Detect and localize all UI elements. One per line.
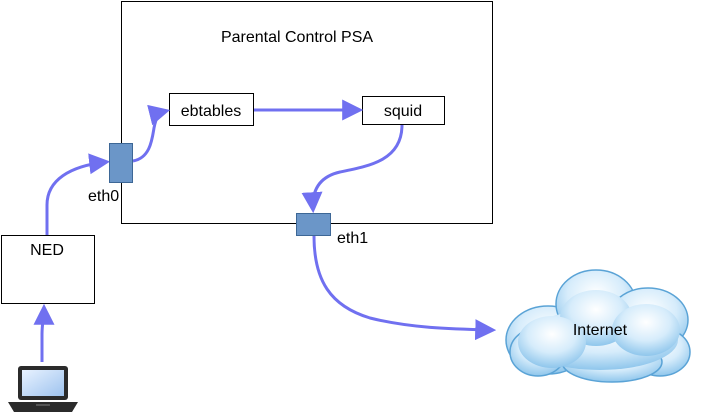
- internet-cloud-icon: [505, 269, 691, 383]
- arrow-eth0-to-ebtables: [132, 104, 171, 163]
- eth1-interface: [296, 213, 331, 236]
- arrow-ned-to-eth0: [45, 153, 111, 235]
- eth0-label: eth0: [88, 188, 119, 205]
- arrow-eth1-to-internet: [312, 235, 497, 341]
- ebtables-box: [169, 93, 254, 126]
- eth1-label: eth1: [337, 230, 368, 247]
- internet-label: Internet: [573, 322, 628, 339]
- eth0-interface: [109, 143, 133, 183]
- squid-box: [362, 96, 445, 125]
- ned-label: NED: [30, 242, 64, 259]
- ebtables-label: ebtables: [181, 103, 242, 120]
- arrow-squid-to-eth1: [301, 124, 404, 214]
- psa-title: Parental Control PSA: [221, 29, 373, 46]
- laptop-icon: [8, 366, 78, 412]
- arrow-laptop-to-ned: [33, 303, 55, 362]
- ned-box: [1, 235, 95, 304]
- squid-label: squid: [384, 103, 422, 120]
